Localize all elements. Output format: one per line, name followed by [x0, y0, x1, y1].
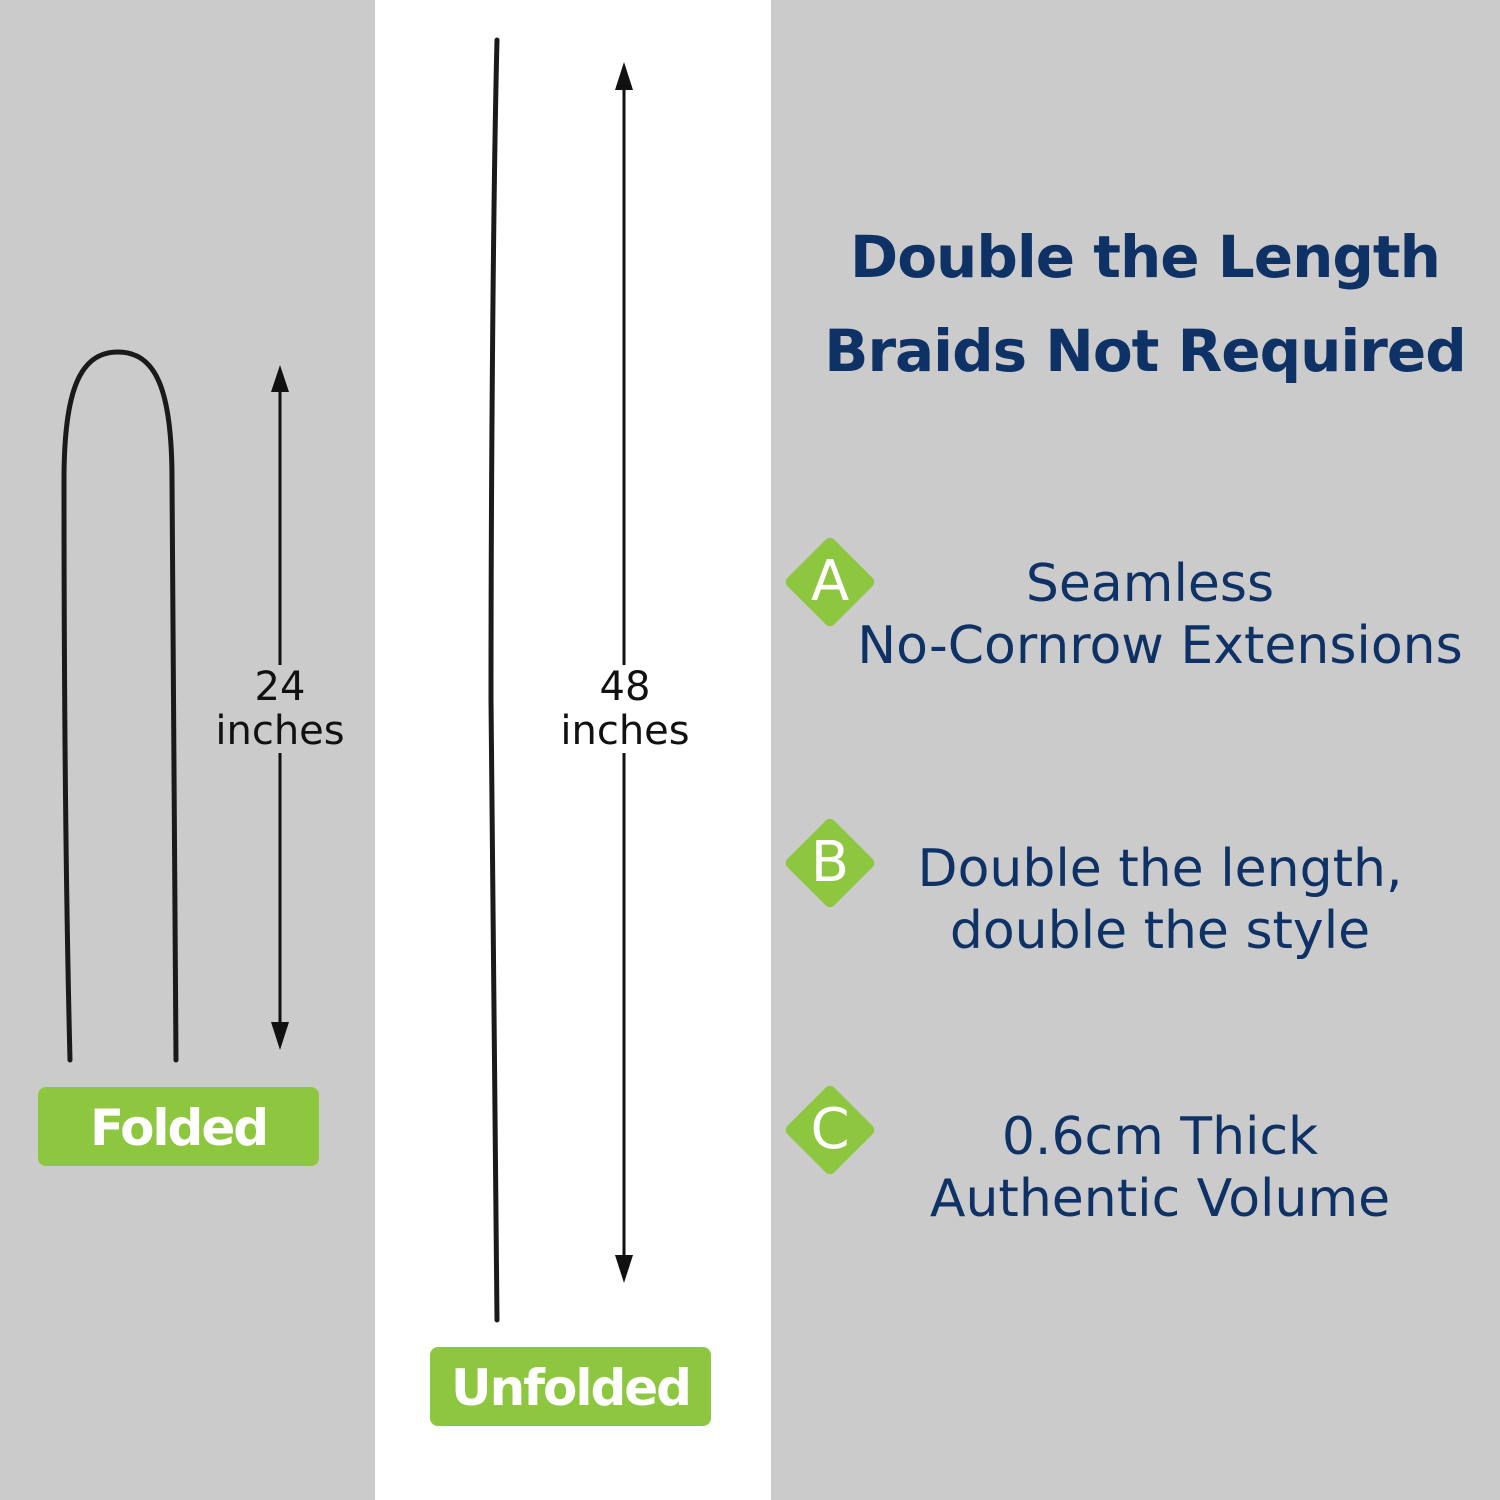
feature-a-line2: No-Cornrow Extensions [857, 616, 1463, 676]
feature-c-line2: Authentic Volume [929, 1169, 1391, 1229]
feature-b-line1: Double the length, [917, 839, 1403, 899]
folded-braid-image [61, 349, 179, 1063]
folded-tag: Folded [38, 1087, 319, 1166]
unfolded-length-label: 48 inches [540, 665, 710, 753]
badge-b-letter: B [810, 830, 850, 895]
unfolded-length-unit: inches [560, 708, 690, 754]
feature-b: Double the length, double the style [880, 838, 1440, 962]
headline-line1: Double the Length [850, 223, 1441, 291]
feature-c-line1: 0.6cm Thick [1001, 1107, 1319, 1167]
unfolded-tag: Unfolded [430, 1347, 711, 1426]
badge-c-letter: C [810, 1097, 850, 1162]
headline-line2: Braids Not Required [824, 317, 1467, 385]
badge-a-letter: A [810, 549, 850, 614]
feature-b-line2: double the style [949, 901, 1371, 961]
folded-length-unit: inches [215, 708, 345, 754]
feature-c: 0.6cm Thick Authentic Volume [880, 1106, 1440, 1230]
unfolded-length-number: 48 [599, 664, 651, 710]
feature-a-line1: Seamless [1025, 554, 1275, 614]
unfolded-braid-image [488, 37, 500, 1323]
feature-a: Seamless No-Cornrow Extensions [845, 553, 1475, 677]
folded-length-number: 24 [254, 664, 306, 710]
headline: Double the Length Braids Not Required [800, 210, 1490, 398]
info-panel [771, 0, 1500, 1500]
folded-length-label: 24 inches [195, 665, 365, 753]
